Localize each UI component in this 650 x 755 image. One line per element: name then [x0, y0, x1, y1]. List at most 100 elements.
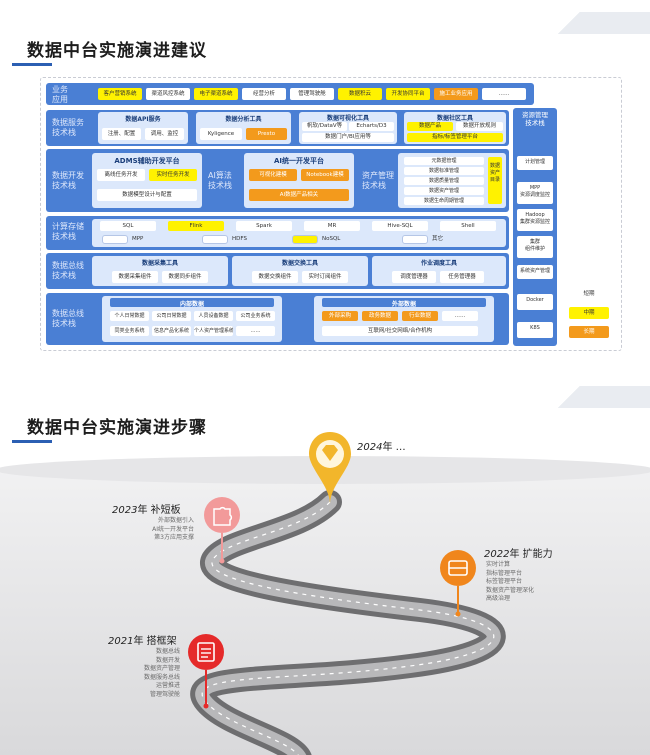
adms-title: ADMS辅助开发平台 [114, 157, 180, 165]
section1-title: 数据中台实施演进建议 [27, 41, 207, 61]
collect-title: 数据采集工具 [141, 260, 178, 267]
business-item: 施工业务应用 [434, 88, 478, 100]
year-2021: 2021 [108, 636, 134, 647]
year-2022-suffix: 年 扩能力 [509, 549, 553, 560]
collect-panel: 数据采集工具 数据采集组件 数据同步组件 [92, 256, 228, 286]
collect-item: 数据采集组件 [112, 271, 158, 283]
external-title: 外部数据 [391, 301, 416, 308]
milestone-2023-label: 2023年 补短板 [112, 501, 181, 516]
internal-item: 信息产品化系统 [152, 326, 191, 336]
dev-band: 数据开发 技术栈 ADMS辅助开发平台 离线任务开发 实时任务开发 数据模型设计… [46, 149, 509, 212]
viz-item: Echarts/D3 [349, 122, 394, 131]
asset-panel: 元数据管理数据标准管理数据质量管理数据资产管理数据生命周期管理 数据资产目录 [398, 153, 506, 208]
business-label: 业务 应用 [52, 85, 68, 104]
milestone-point: 第3方应用支撑 [154, 534, 194, 541]
schedule-item: 调度管理器 [392, 271, 436, 283]
business-item: 电子渠道系统 [194, 88, 238, 100]
storage-db-icon [402, 235, 428, 244]
milestone-point: 数据开发 [155, 656, 180, 664]
internal-item: 个人日常数据 [110, 311, 149, 321]
milestone-point: 指标管理平台 [486, 569, 523, 577]
business-item: 经营分析 [242, 88, 286, 100]
milestone-point: 数据总线 [155, 648, 180, 655]
api-item: 调用、监控 [145, 128, 184, 140]
resource-item: 集群 组件维护 [517, 236, 553, 258]
storage-db-icon [292, 235, 318, 244]
legend-mid: 中期 [569, 307, 609, 319]
milestone-point: 高级治理 [486, 595, 511, 602]
business-item: …… [482, 88, 526, 100]
asset-label: 资产管理 技术栈 [362, 171, 394, 190]
analysis-panel: 数据分析工具 Kyligence Presto [196, 112, 291, 144]
year-2021-suffix: 年 搭框架 [133, 636, 177, 647]
legend-short: 短期 [569, 288, 609, 300]
internal-item: 公司业务系统 [236, 311, 275, 321]
milestone-2024-label: 2024年 … [357, 438, 406, 453]
milestone-point: 数据服务总线 [143, 673, 180, 681]
resource-item: Hadoop 集群资源监控 [517, 209, 553, 231]
legend-long: 长期 [569, 326, 609, 338]
year-2023: 2023 [112, 505, 138, 516]
store-item: NoSQL [322, 236, 341, 242]
internal-item: …… [236, 326, 275, 336]
external-item: 互联网/社交网络/合作机构 [322, 326, 478, 336]
storage-db-icon [202, 235, 228, 244]
business-band: 业务 应用 客户营销系统渠道风控系统电子渠道系统经营分析管理驾驶舱数据积云开发协… [46, 83, 534, 105]
schedule-title: 作业调度工具 [420, 260, 457, 267]
year-2024: 2024 [357, 442, 383, 453]
asset-item: 数据生命周期管理 [404, 197, 484, 205]
compute-item: Flink [168, 221, 224, 231]
milestone-point: 数据资产管理深化 [486, 586, 535, 594]
ai-item: AI数据产品相关 [249, 189, 349, 201]
analysis-title: 数据分析工具 [225, 116, 262, 123]
milestone-2024-pin [309, 432, 351, 504]
ai-panel: AI统一开发平台 可视化建模 Notebook建模 AI数据产品相关 [244, 153, 354, 208]
section1-underline [12, 63, 52, 66]
storage-db-icon [102, 235, 128, 244]
resource-item: K8S [517, 322, 553, 338]
compute-item: Hive-SQL [372, 221, 428, 231]
analysis-item: Kyligence [200, 128, 242, 140]
internal-panel: 内部数据 个人日常数据公司日常数据人员设备数据公司业务系统同类业务系统信息产品化… [102, 296, 282, 342]
internal-item: 个人资产管理系统 [194, 326, 233, 336]
asset-item: 元数据管理 [404, 157, 484, 165]
schedule-item: 任务管理器 [440, 271, 484, 283]
api-item: 注册、配置 [102, 128, 141, 140]
architecture-diagram: 业务 应用 客户营销系统渠道风控系统电子渠道系统经营分析管理驾驶舱数据积云开发协… [40, 77, 622, 351]
external-item: …… [442, 311, 478, 321]
api-panel: 数据API服务 注册、配置 调用、监控 [98, 112, 188, 144]
adms-item: 实时任务开发 [149, 169, 197, 181]
milestone-point: 外部数据引入 [157, 517, 194, 524]
external-panel: 外部数据 外部采购 政务数据 行业数据 …… 互联网/社交网络/合作机构 [314, 296, 494, 342]
year-2022: 2022 [484, 549, 510, 560]
section2-underline [12, 440, 52, 443]
exchange-item: 实时订阅组件 [302, 271, 348, 283]
asset-catalog-tag: 数据资产目录 [488, 157, 502, 204]
resource-title: 资源管理 技术栈 [522, 111, 548, 127]
asset-item: 数据质量管理 [404, 177, 484, 185]
corner-decoration [540, 12, 650, 34]
service-band: 数据服务 技术栈 数据API服务 注册、配置 调用、监控 数据分析工具 Kyli… [46, 110, 509, 146]
year-2024-suffix: 年 … [382, 442, 406, 453]
exchange-panel: 数据交换工具 数据交换组件 实时订阅组件 [232, 256, 368, 286]
analysis-item: Presto [246, 128, 287, 140]
internal-item: 同类业务系统 [110, 326, 149, 336]
schedule-panel: 作业调度工具 调度管理器 任务管理器 [372, 256, 506, 286]
compute-item: MR [304, 221, 360, 231]
viz-item: 帆软/DataV等 [302, 122, 347, 131]
milestone-2022-label: 2022年 扩能力 [484, 545, 553, 560]
internal-item: 人员设备数据 [194, 311, 233, 321]
milestone-2021-label: 2021年 搭框架 [108, 632, 177, 647]
resource-item: MPP 资源调度监控 [517, 182, 553, 204]
business-item: 管理驾驶舱 [290, 88, 334, 100]
store-item: MPP [132, 236, 144, 242]
community-item: 数据产品 [407, 122, 453, 131]
viz-title: 数据可视化工具 [326, 115, 369, 122]
milestone-point: 数据资产管理 [143, 665, 180, 672]
business-item: 渠道风控系统 [146, 88, 190, 100]
business-item: 数据积云 [338, 88, 382, 100]
